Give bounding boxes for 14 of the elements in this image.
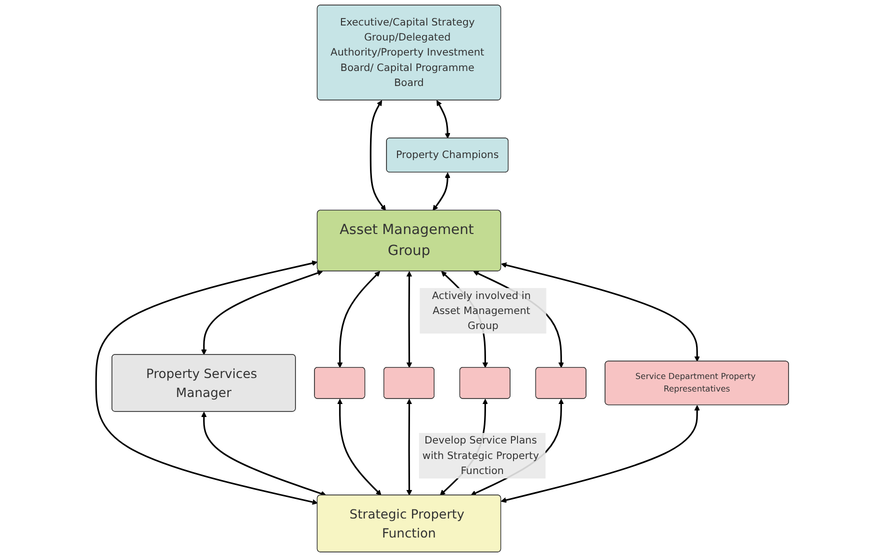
arrow	[406, 271, 412, 368]
arrow	[201, 412, 326, 496]
arrow	[337, 398, 382, 496]
edge-label: Actively involved in Asset Management Group	[432, 289, 531, 332]
arrow	[501, 262, 700, 362]
arrow	[436, 100, 450, 139]
arrow	[370, 100, 386, 211]
arrow	[406, 398, 412, 496]
arrow	[500, 405, 700, 503]
edge-label: Develop Service Plans with Strategic Property Function	[422, 434, 540, 477]
arrow	[201, 270, 324, 356]
arrow	[337, 271, 380, 368]
arrow	[95, 260, 318, 505]
arrow	[432, 172, 450, 211]
